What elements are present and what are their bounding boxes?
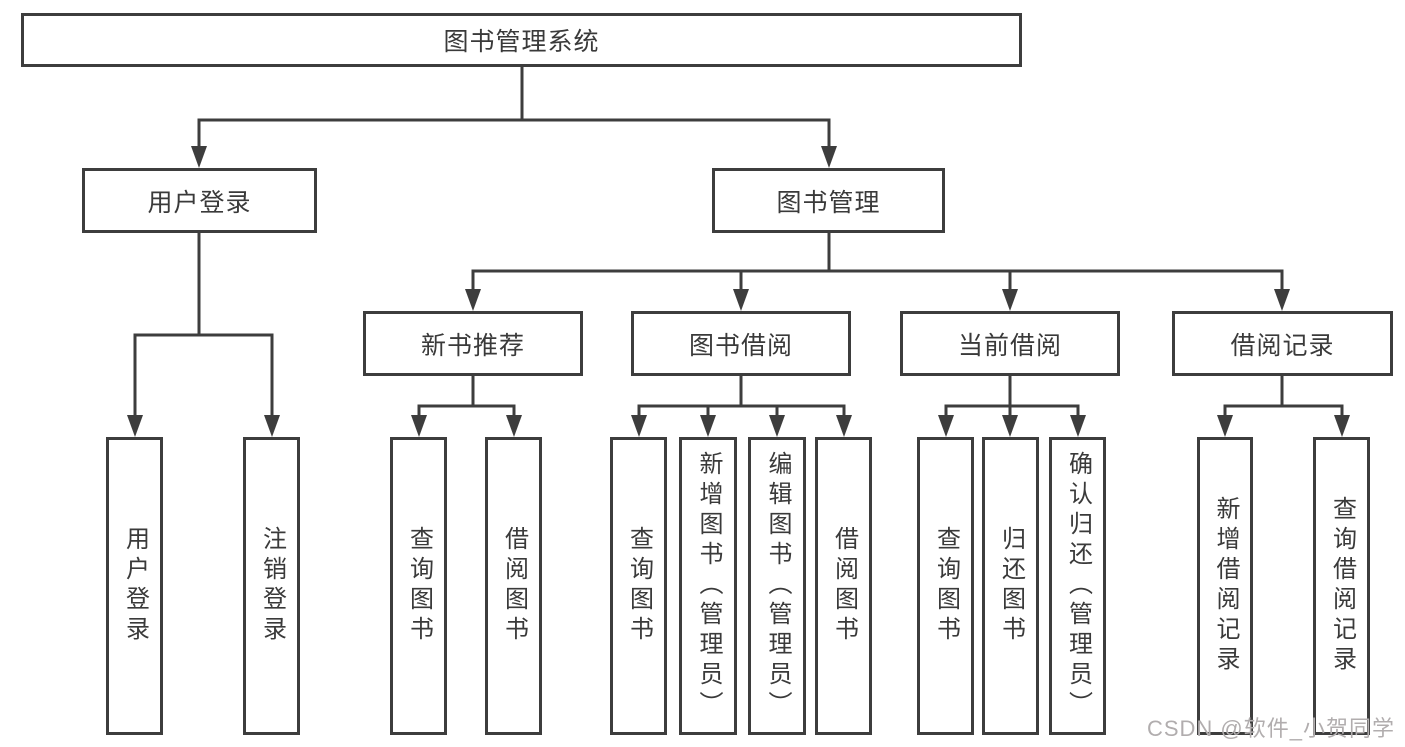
arrowhead-down-icon [1334, 415, 1350, 437]
node-return-books: 归还图书 [982, 437, 1039, 735]
arrowhead-down-icon [191, 146, 207, 168]
node-book-management: 图书管理 [712, 168, 945, 233]
node-borrow-books-recommend-label: 借阅图书 [500, 526, 528, 646]
arrowhead-down-icon [465, 289, 481, 311]
arrowhead-down-icon [1274, 289, 1290, 311]
node-book-management-label: 图书管理 [776, 188, 881, 217]
arrowhead-down-icon [1002, 415, 1018, 437]
node-logout-label: 注销登录 [258, 526, 286, 646]
node-query-books-borrowing-label: 查询图书 [625, 526, 653, 646]
arrowhead-down-icon [938, 415, 954, 437]
node-confirm-return-admin: 确认归还（管理员） [1049, 437, 1106, 735]
node-confirm-return-admin-label: 确认归还（管理员） [1064, 451, 1092, 721]
node-query-books-current: 查询图书 [917, 437, 974, 735]
node-borrowing-records-label: 借阅记录 [1230, 331, 1335, 360]
node-borrowing-records: 借阅记录 [1172, 311, 1393, 376]
arrowhead-down-icon [836, 415, 852, 437]
node-new-book-recommend: 新书推荐 [363, 311, 583, 376]
node-book-management-system: 图书管理系统 [21, 13, 1022, 67]
node-query-borrow-record-label: 查询借阅记录 [1328, 496, 1356, 676]
node-add-borrow-record-label: 新增借阅记录 [1212, 496, 1239, 676]
arrowhead-down-icon [1217, 415, 1233, 437]
arrowhead-down-icon [769, 415, 785, 437]
node-book-borrowing-label: 图书借阅 [688, 331, 793, 360]
arrowhead-down-icon [411, 415, 427, 437]
node-user-login: 用户登录 [106, 437, 163, 735]
arrowhead-down-icon [631, 415, 647, 437]
arrowhead-down-icon [1002, 289, 1018, 311]
arrowhead-down-icon [506, 415, 522, 437]
arrowhead-down-icon [264, 415, 280, 437]
watermark: CSDN @软件_小贺同学 [1146, 716, 1395, 741]
arrowhead-down-icon [1070, 415, 1086, 437]
node-borrow-books-borrowing: 借阅图书 [815, 437, 872, 735]
node-query-borrow-record: 查询借阅记录 [1313, 437, 1370, 735]
node-edit-books-admin: 编辑图书（管理员） [748, 437, 806, 735]
node-add-borrow-record: 新增借阅记录 [1197, 437, 1253, 735]
node-user-login-label: 用户登录 [121, 526, 149, 646]
node-current-borrowing: 当前借阅 [900, 311, 1120, 376]
node-logout: 注销登录 [243, 437, 300, 735]
node-add-books-admin-label: 新增图书（管理员） [695, 451, 722, 721]
node-current-borrowing-label: 当前借阅 [957, 331, 1062, 360]
node-query-books-recommend: 查询图书 [390, 437, 447, 735]
node-edit-books-admin-label: 编辑图书（管理员） [764, 451, 791, 721]
arrowhead-down-icon [700, 415, 716, 437]
node-user-login-group-label: 用户登录 [147, 188, 252, 217]
node-query-books-current-label: 查询图书 [932, 526, 960, 646]
node-borrow-books-recommend: 借阅图书 [485, 437, 542, 735]
node-new-book-recommend-label: 新书推荐 [420, 331, 525, 360]
arrowhead-down-icon [127, 415, 143, 437]
node-borrow-books-borrowing-label: 借阅图书 [830, 526, 858, 646]
node-query-books-borrowing: 查询图书 [610, 437, 667, 735]
arrowhead-down-icon [733, 289, 749, 311]
node-user-login-group: 用户登录 [82, 168, 317, 233]
arrowhead-down-icon [821, 146, 837, 168]
node-book-management-system-label: 图书管理系统 [443, 28, 600, 56]
node-book-borrowing: 图书借阅 [631, 311, 851, 376]
node-return-books-label: 归还图书 [997, 526, 1025, 646]
node-add-books-admin: 新增图书（管理员） [679, 437, 737, 735]
node-query-books-recommend-label: 查询图书 [405, 526, 433, 646]
